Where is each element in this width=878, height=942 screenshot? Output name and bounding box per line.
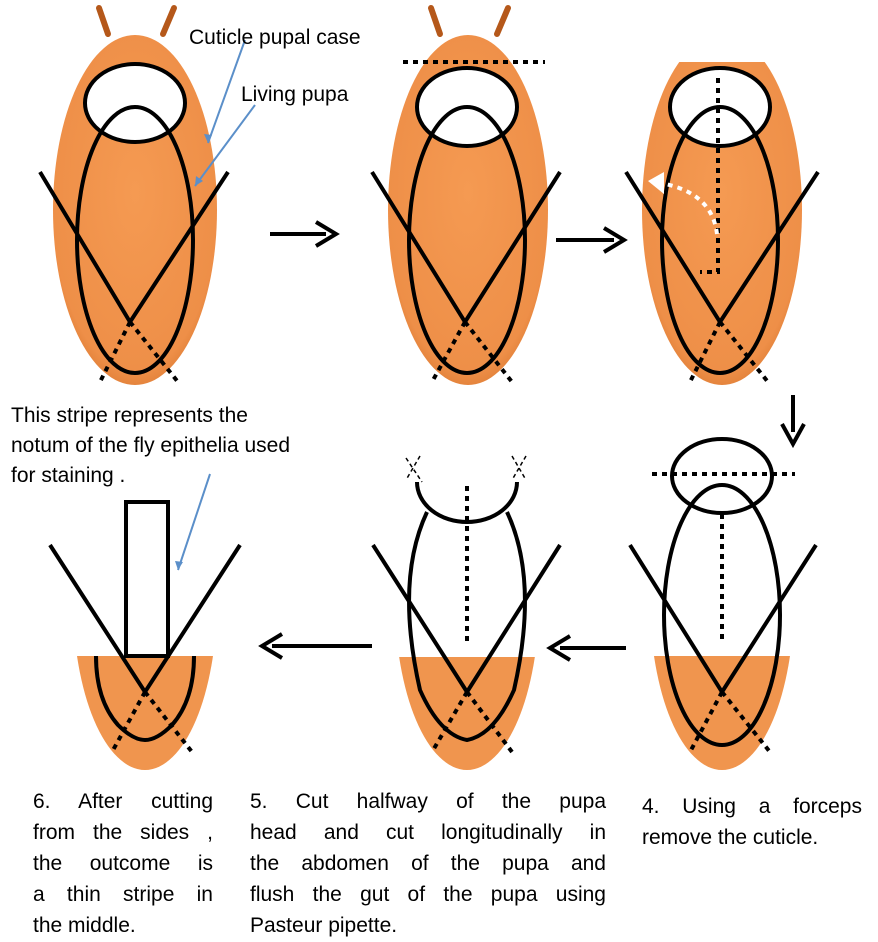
- antenna-left: [99, 8, 108, 34]
- arrow-step-2-to-3: [556, 228, 624, 252]
- label-stripe-note: This stripe represents the notum of the …: [11, 401, 290, 491]
- label-cuticle-pupal-case: Cuticle pupal case: [189, 25, 361, 51]
- stripe-note-line-3: for staining .: [11, 461, 290, 491]
- step-5-description: 5. Cut halfway of the pupa head and cut …: [250, 786, 606, 941]
- antenna-right: [163, 8, 174, 34]
- step-4-description: 4. Using a forceps remove the cuticle.: [642, 791, 862, 853]
- step5-line-5: Pasteur pipette.: [250, 910, 606, 941]
- stripe-note-line-1: This stripe represents the: [11, 401, 290, 431]
- step-6-description: 6. After cutting from the sides , the ou…: [33, 786, 213, 941]
- step6-line-4: a thin stripe in: [33, 879, 213, 910]
- stage-4-cuticle-removed: [630, 430, 816, 770]
- step5-line-1: 5. Cut halfway of the pupa: [250, 786, 606, 817]
- arrow-step-1-to-2: [270, 222, 336, 246]
- step4-line-2: remove the cuticle.: [642, 822, 862, 853]
- step5-line-4: flush the gut of the pupa using: [250, 879, 606, 910]
- step6-line-1: 6. After cutting: [33, 786, 213, 817]
- label-living-pupa: Living pupa: [241, 82, 348, 108]
- step4-line-1: 4. Using a forceps: [642, 791, 862, 822]
- stage-2-cut-line: [372, 8, 560, 385]
- step6-line-2: from the sides ,: [33, 817, 213, 848]
- step5-line-3: the abdomen of the pupa and: [250, 848, 606, 879]
- notum-stripe: [126, 502, 168, 656]
- stage-3-opened-top: [626, 35, 818, 385]
- stage-1-intact-pupa: [40, 8, 255, 385]
- stage-5-longitudinal-cut: [373, 430, 560, 770]
- arrow-step-5-to-6: [262, 634, 372, 658]
- step6-line-3: the outcome is: [33, 848, 213, 879]
- arrow-step-3-to-4: [782, 395, 804, 444]
- step5-line-2: head and cut longitudinally in: [250, 817, 606, 848]
- arrow-step-4-to-5: [550, 636, 626, 660]
- step6-line-5: the middle.: [33, 910, 213, 941]
- stripe-note-line-2: notum of the fly epithelia used: [11, 431, 290, 461]
